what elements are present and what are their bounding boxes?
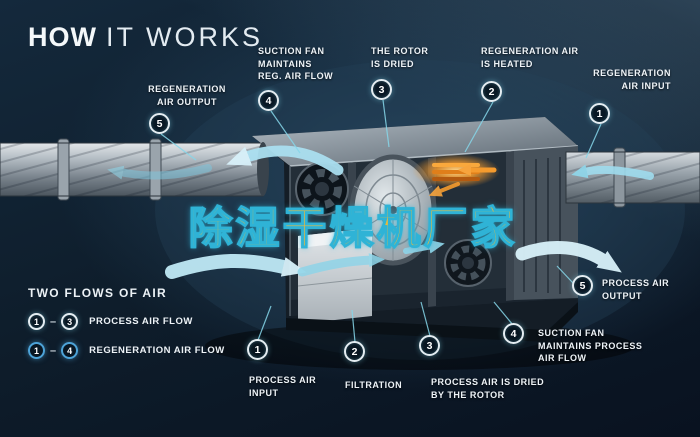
callout-label-process-suction-fan: SUCTION FAN MAINTAINS PROCESS AIR FLOW [538, 328, 643, 364]
legend-label-regeneration-air: REGENERATION AIR FLOW [89, 345, 225, 356]
legend-badge-reg-start: 1 [28, 342, 45, 359]
rotor [349, 154, 437, 266]
heater-arrow-2 [428, 182, 460, 197]
callout-badge-process-air-input: 1 [247, 339, 268, 360]
internal-flow-arrow [297, 253, 385, 277]
process-fan [444, 239, 492, 287]
legend-badge-reg-end: 4 [61, 342, 79, 359]
legend-label-process-air: PROCESS AIR FLOW [89, 316, 193, 327]
louver-panel [514, 146, 578, 300]
callout-label-reg-suction-fan: SUCTION FAN MAINTAINS REG. AIR FLOW [258, 46, 334, 82]
callout-badge-process-air-dried: 3 [419, 335, 440, 356]
watermark-text: 除湿干燥机厂家 [188, 202, 518, 255]
callout-label-process-air-output: PROCESS AIR OUTPUT [602, 278, 670, 301]
process-air-input-arrow [165, 253, 307, 279]
reg-air-duct-arrow [107, 164, 212, 180]
callout-lines [160, 99, 602, 343]
left-duct [0, 138, 264, 201]
callout-badge-process-air-output: 5 [572, 275, 593, 296]
front-panel [297, 228, 373, 324]
callout-label-reg-air-output: REGENERATION AIR OUTPUT [148, 84, 226, 107]
title-strong: HOW [28, 22, 97, 52]
callout-badge-filtration: 2 [344, 341, 365, 362]
callout-label-process-air-dried: PROCESS AIR IS DRIED BY THE ROTOR [431, 377, 545, 400]
callout-badge-reg-air-output: 5 [149, 113, 170, 134]
callout-label-filtration: FILTRATION [345, 380, 403, 390]
callout-label-air-heated: REGENERATION AIR IS HEATED [481, 46, 579, 69]
legend: TWO FLOWS OF AIR 1 – 3 PROCESS AIR FLOW … [28, 286, 225, 371]
process-air-output-arrow [515, 240, 622, 273]
rotor-flow-arrow [403, 239, 445, 254]
callout-badge-rotor-dried: 3 [371, 79, 392, 100]
legend-dash: – [50, 344, 57, 357]
callout-badge-process-suction-fan: 4 [503, 323, 524, 344]
air-flows [107, 145, 654, 279]
callout-badge-reg-suction-fan: 4 [258, 90, 279, 111]
callout-label-rotor-dried: THE ROTOR IS DRIED [371, 46, 429, 69]
callout-badge-reg-air-input: 1 [589, 103, 610, 124]
legend-dash: – [50, 315, 57, 328]
legend-title: TWO FLOWS OF AIR [28, 286, 168, 300]
regeneration-fan [295, 162, 349, 216]
legend-row-process-air: 1 – 3 PROCESS AIR FLOW [28, 313, 225, 330]
machine-top-face [252, 117, 578, 166]
reg-air-output-arrow [226, 145, 344, 176]
page-title: HOW IT WORKS [28, 22, 263, 53]
callout-label-reg-air-input: REGENERATION AIR INPUT [593, 68, 671, 91]
callout-badge-air-heated: 2 [481, 81, 502, 102]
legend-badge-process-end: 3 [61, 313, 79, 330]
callout-label-process-air-input: PROCESS AIR INPUT [249, 375, 317, 398]
legend-row-regeneration-air: 1 – 4 REGENERATION AIR FLOW [28, 342, 225, 359]
title-light: IT WORKS [105, 22, 263, 52]
reg-air-input-arrow [571, 164, 654, 180]
legend-badge-process-start: 1 [28, 313, 45, 330]
